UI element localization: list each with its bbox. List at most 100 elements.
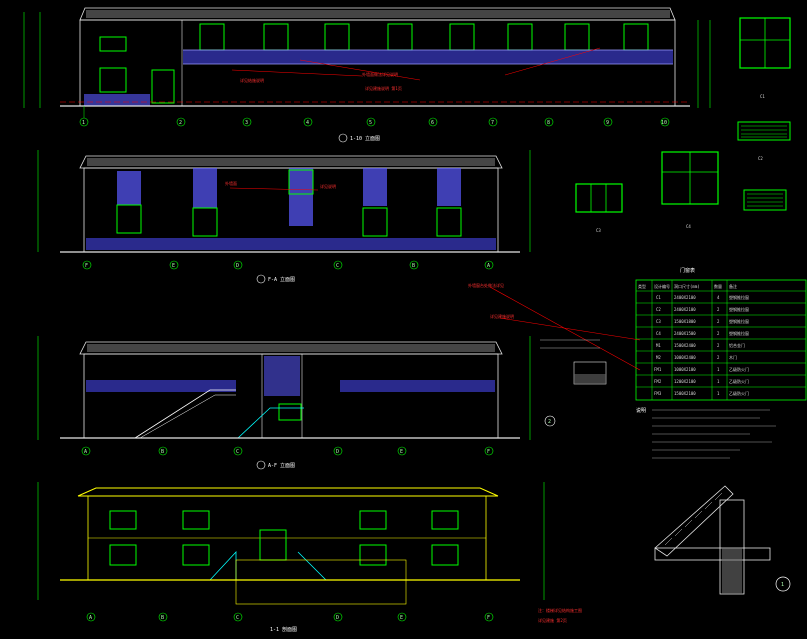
svg-text:塑钢推拉窗: 塑钢推拉窗 [729,318,749,324]
svg-text:详见建施说明: 详见建施说明 [490,313,514,319]
svg-text:乙级防火门: 乙级防火门 [729,390,749,396]
svg-text:注：楼梯详见结构施工图: 注：楼梯详见结构施工图 [538,607,582,613]
svg-text:1000X2100: 1000X2100 [674,367,696,372]
svg-text:C1: C1 [656,295,661,300]
svg-text:4: 4 [717,295,720,300]
svg-text:1: 1 [717,367,720,372]
svg-text:D: D [336,449,339,455]
section-1-1: A B C D E F 1-1 剖面图 注：楼梯详见结构施工图 详见建施 第2页 [37,482,582,633]
svg-text:4: 4 [306,120,309,126]
svg-text:数量: 数量 [714,283,722,289]
svg-text:A: A [487,263,490,269]
svg-text:M2: M2 [656,355,661,360]
svg-text:2400X1500: 2400X1500 [674,331,696,336]
svg-text:设计编号: 设计编号 [654,283,670,289]
front-elevation: 详见结施说明 外墙面做法详见说明 详见建施说明 第1页 1 2 3 4 5 6 … [23,7,711,143]
svg-text:详见建施 第2页: 详见建施 第2页 [538,617,567,623]
svg-text:2400X2100: 2400X2100 [674,295,696,300]
svg-text:B: B [161,449,164,455]
svg-text:门窗表: 门窗表 [680,267,695,274]
door-window-table: 门窗表 类型 设计编号 洞口尺寸(mm) 数量 备注 C1 2400X21 [635,267,807,459]
svg-text:8: 8 [547,120,550,126]
svg-text:1: 1 [82,120,85,126]
detail-1-marker: 1 [781,582,784,588]
svg-text:塑钢推拉窗: 塑钢推拉窗 [729,330,749,336]
svg-text:备注: 备注 [729,283,737,289]
svg-text:FM1: FM1 [654,367,662,372]
svg-text:E: E [400,449,403,455]
svg-text:C3: C3 [596,228,601,233]
svg-text:D: D [336,615,339,621]
svg-text:9: 9 [606,120,609,126]
svg-text:C4: C4 [656,331,661,336]
svg-text:C: C [336,263,339,269]
svg-text:5: 5 [369,120,372,126]
svg-text:7: 7 [491,120,494,126]
window-details: C1 C2 C3 C4 [575,17,791,233]
svg-text:3: 3 [245,120,248,126]
detail-2-marker: 2 [548,419,551,425]
svg-text:2: 2 [717,307,720,312]
svg-text:详见建施说明 第1页: 详见建施说明 第1页 [365,85,402,91]
front-axis-markers: 1 2 3 4 5 6 7 8 9 10 [79,106,670,127]
svg-text:E: E [400,615,403,621]
detail-1: 1 [654,485,791,595]
svg-text:塑钢推拉窗: 塑钢推拉窗 [729,306,749,312]
svg-text:类型: 类型 [638,283,646,289]
svg-text:F: F [487,615,490,621]
svg-text:B: B [161,615,164,621]
svg-text:2: 2 [717,343,720,348]
svg-text:洞口尺寸(mm): 洞口尺寸(mm) [674,283,700,289]
svg-text:1500X1800: 1500X1800 [674,319,696,324]
svg-text:乙级防火门: 乙级防火门 [729,378,749,384]
svg-text:C4: C4 [686,224,691,229]
side-elevation-af: A B C D E F A-F 立面图 [37,336,531,470]
detail-2: 2 [540,339,607,427]
svg-text:A: A [89,615,92,621]
svg-text:乙级防火门: 乙级防火门 [729,366,749,372]
svg-text:6: 6 [431,120,434,126]
svg-text:C2: C2 [758,156,763,161]
svg-text:1200X2100: 1200X2100 [674,379,696,384]
notes-title: 说明 [636,407,646,414]
svg-text:C3: C3 [656,319,661,324]
svg-text:C1: C1 [760,94,765,99]
svg-text:1500X2100: 1500X2100 [674,391,696,396]
svg-text:D: D [236,263,239,269]
svg-text:FM2: FM2 [654,379,662,384]
svg-text:E: E [172,263,175,269]
svg-text:详见结施说明: 详见结施说明 [240,77,264,83]
svg-text:1000X2400: 1000X2400 [674,355,696,360]
side-elevation-fa-title: F-A 立面图 [268,276,295,283]
svg-text:1500X2400: 1500X2400 [674,343,696,348]
front-elevation-title: 1-10 立面图 [350,135,380,142]
svg-text:M1: M1 [656,343,661,348]
svg-text:木门: 木门 [729,354,737,360]
svg-text:1: 1 [717,379,720,384]
svg-text:2: 2 [717,319,720,324]
svg-text:塑钢推拉窗: 塑钢推拉窗 [729,294,749,300]
svg-text:C: C [236,615,239,621]
svg-text:2400X2100: 2400X2100 [674,307,696,312]
svg-text:A: A [84,449,87,455]
side-elevation-fa: 外墙面 详见说明 F E D C B A F-A 立面图 [37,150,531,284]
svg-text:F: F [487,449,490,455]
svg-text:C: C [236,449,239,455]
door-window-table-rows: C1 2400X2100 4 塑钢推拉窗 C2 2400X2100 2 塑钢推拉… [654,294,749,396]
svg-text:F: F [85,263,88,269]
svg-text:外墙窗台处做法详见: 外墙窗台处做法详见 [468,282,504,288]
svg-text:B: B [412,263,415,269]
svg-text:2: 2 [717,355,720,360]
svg-text:铝合金门: 铝合金门 [729,342,745,348]
svg-text:C2: C2 [656,307,661,312]
svg-text:FM3: FM3 [654,391,662,396]
section-1-1-title: 1-1 剖面图 [270,626,297,633]
svg-text:外墙面做法详见说明: 外墙面做法详见说明 [362,71,398,77]
svg-text:2: 2 [717,331,720,336]
svg-text:1: 1 [717,391,720,396]
svg-text:详见说明: 详见说明 [320,183,336,189]
svg-text:10: 10 [661,120,667,126]
svg-text:外墙面: 外墙面 [225,180,237,186]
side-elevation-af-title: A-F 立面图 [268,462,295,469]
